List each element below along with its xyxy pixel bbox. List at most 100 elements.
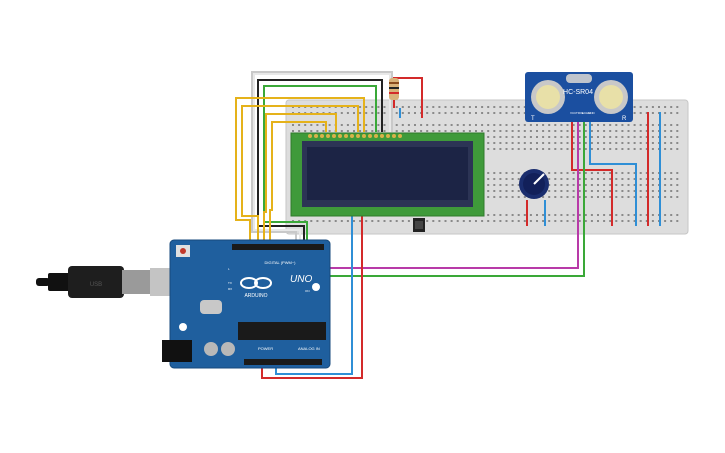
breadboard-hole xyxy=(554,148,557,150)
breadboard-hole xyxy=(542,214,545,216)
breadboard-hole xyxy=(377,106,380,108)
breadboard-hole xyxy=(554,184,557,186)
breadboard-hole xyxy=(505,214,508,216)
lcd-pin xyxy=(338,134,342,138)
breadboard-hole xyxy=(414,130,416,132)
wire-yellow-4 xyxy=(269,121,327,246)
breadboard-hole xyxy=(566,184,569,186)
breadboard-hole xyxy=(639,112,642,114)
breadboard-hole xyxy=(584,190,587,192)
lcd-pin xyxy=(362,134,366,138)
breadboard-hole xyxy=(670,136,673,138)
breadboard-hole xyxy=(310,220,313,222)
breadboard-hole xyxy=(542,124,545,126)
breadboard-hole xyxy=(517,124,520,126)
breadboard-hole xyxy=(676,112,679,114)
breadboard-hole xyxy=(621,130,624,132)
breadboard-hole xyxy=(438,220,441,222)
breadboard-hole xyxy=(584,184,587,186)
lcd-display xyxy=(290,132,485,217)
breadboard-hole xyxy=(621,178,624,180)
breadboard-hole xyxy=(438,130,441,132)
breadboard-hole xyxy=(621,136,624,138)
push-button[interactable] xyxy=(413,218,425,232)
breadboard-hole xyxy=(548,220,551,222)
breadboard-hole xyxy=(664,130,667,132)
breadboard-hole xyxy=(523,106,526,108)
breadboard-hole xyxy=(414,106,416,108)
breadboard-hole xyxy=(505,190,508,192)
breadboard-hole xyxy=(371,106,374,108)
breadboard-hole xyxy=(633,106,636,108)
breadboard-hole xyxy=(444,124,447,126)
breadboard-hole xyxy=(414,124,416,126)
breadboard-hole xyxy=(645,112,648,114)
breadboard-hole xyxy=(609,136,612,138)
breadboard-hole xyxy=(505,142,508,144)
breadboard-hole xyxy=(627,184,630,186)
arduino-analog-label: ANALOG IN xyxy=(298,346,320,351)
breadboard-hole xyxy=(584,220,587,222)
breadboard-hole xyxy=(456,112,459,114)
breadboard-hole xyxy=(603,214,606,216)
breadboard-hole xyxy=(407,106,410,108)
breadboard-hole xyxy=(456,130,459,132)
breadboard-hole xyxy=(475,106,477,108)
breadboard-hole xyxy=(511,172,514,174)
breadboard-hole xyxy=(426,106,429,108)
breadboard-hole xyxy=(499,130,502,132)
breadboard-hole xyxy=(670,142,673,144)
breadboard-hole xyxy=(590,142,593,144)
sensor-r-label: R xyxy=(622,116,627,122)
breadboard-hole xyxy=(529,130,532,132)
breadboard-hole xyxy=(554,196,557,198)
arduino-l-label: L xyxy=(228,267,230,271)
breadboard-hole xyxy=(554,190,557,192)
wire-yellow-2 xyxy=(241,105,359,246)
breadboard-hole xyxy=(346,220,349,222)
breadboard-hole xyxy=(505,112,508,114)
breadboard-hole xyxy=(462,106,465,108)
sensor-pin-echo: ECHO xyxy=(582,111,591,115)
breadboard-hole xyxy=(292,124,294,126)
breadboard-hole xyxy=(511,214,514,216)
breadboard-hole xyxy=(615,220,618,222)
resistor xyxy=(389,78,399,100)
breadboard-hole xyxy=(676,124,679,126)
breadboard-hole xyxy=(645,184,648,186)
breadboard-hole xyxy=(572,184,575,186)
breadboard-hole xyxy=(548,178,551,180)
breadboard-hole xyxy=(670,178,673,180)
breadboard-hole xyxy=(548,196,551,198)
breadboard-hole xyxy=(383,130,386,132)
breadboard-hole xyxy=(627,172,630,174)
sensor-pin-trig: TRIG xyxy=(576,111,584,115)
breadboard-hole xyxy=(670,184,673,186)
breadboard-hole xyxy=(645,214,648,216)
breadboard-hole xyxy=(578,142,581,144)
breadboard-hole xyxy=(304,124,307,126)
breadboard-hole xyxy=(578,178,581,180)
breadboard-hole xyxy=(572,142,575,144)
breadboard-hole xyxy=(401,130,404,132)
breadboard-hole xyxy=(560,220,563,222)
breadboard-hole xyxy=(499,196,502,198)
breadboard-hole xyxy=(499,112,502,114)
breadboard-hole xyxy=(560,214,563,216)
breadboard-hole xyxy=(304,130,307,132)
breadboard-hole xyxy=(322,220,325,222)
breadboard-hole xyxy=(548,214,551,216)
usb-cable: USB xyxy=(36,266,190,298)
breadboard-hole xyxy=(645,178,648,180)
breadboard-hole xyxy=(609,184,612,186)
breadboard-hole xyxy=(670,214,673,216)
breadboard-hole xyxy=(560,178,563,180)
svg-text:USB: USB xyxy=(90,282,102,288)
breadboard-hole xyxy=(651,196,654,198)
breadboard-hole xyxy=(670,220,673,222)
breadboard-hole xyxy=(365,124,368,126)
potentiometer[interactable] xyxy=(519,169,549,199)
breadboard-hole xyxy=(664,124,667,126)
breadboard-hole xyxy=(505,184,508,186)
breadboard-hole xyxy=(475,220,477,222)
